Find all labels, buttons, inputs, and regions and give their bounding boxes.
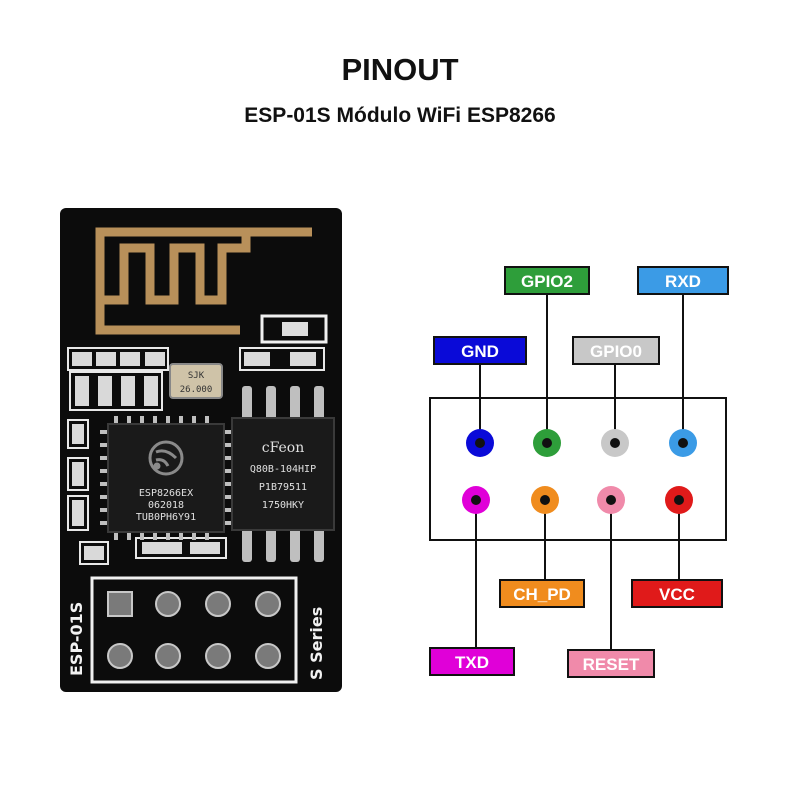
smd-components xyxy=(72,352,316,560)
pin-reset: RESET xyxy=(567,486,655,678)
antenna-trace xyxy=(95,227,312,305)
mcu-text-1: ESP8266EX xyxy=(139,488,193,499)
flash-text-2: Q80B-104HIP xyxy=(250,464,316,475)
pin-label-vcc: VCC xyxy=(659,585,695,604)
pin-txd: TXD xyxy=(429,486,515,676)
mcu-text-3: TUB0PH6Y91 xyxy=(136,512,196,523)
pin-label-gnd: GND xyxy=(461,342,499,361)
pin-header-box xyxy=(429,397,727,541)
silk-label-left: ESP-01S xyxy=(67,602,86,676)
flash-text-3: P1B79511 xyxy=(259,482,307,493)
pin-label-vcc-box xyxy=(631,579,723,608)
header-outline xyxy=(90,576,298,684)
pin-label-gpio0: GPIO0 xyxy=(590,342,642,361)
pin-gpio2: GPIO2 xyxy=(504,266,590,457)
pin-label-gpio2-box xyxy=(504,266,590,295)
led-outline xyxy=(260,314,328,344)
led xyxy=(282,322,308,336)
pin-label-txd-box xyxy=(429,647,515,676)
pin-label-ch-pd: CH_PD xyxy=(513,585,571,604)
flash-text-1: cFeon xyxy=(262,440,305,456)
page-title: PINOUT xyxy=(341,52,459,87)
pin-label-ch-pd-box xyxy=(499,579,585,608)
crystal-text-2: 26.000 xyxy=(180,385,213,395)
pin-label-reset: RESET xyxy=(583,655,640,674)
header-pins xyxy=(107,591,281,669)
pin-gnd: GND xyxy=(433,336,527,457)
pin-label-txd: TXD xyxy=(455,653,489,672)
pin-rxd: RXD xyxy=(637,266,729,457)
pin-label-gnd-box xyxy=(433,336,527,365)
page-subtitle: ESP-01S Módulo WiFi ESP8266 xyxy=(244,104,556,127)
pin-label-rxd: RXD xyxy=(665,272,701,291)
pin-label-gpio0-box xyxy=(572,336,660,365)
pin-vcc: VCC xyxy=(631,486,723,608)
pin-label-rxd-box xyxy=(637,266,729,295)
mcu-pins xyxy=(100,416,232,540)
pin-label-gpio2: GPIO2 xyxy=(521,272,573,291)
esp01s-board: SJK 26.000 ESP8266EX 062018 TUB0PH6Y91 c… xyxy=(60,208,342,692)
silk-label-right: S Series xyxy=(307,607,326,680)
antenna-feed xyxy=(95,300,240,335)
mcu-text-2: 062018 xyxy=(148,500,184,511)
espressif-logo-icon xyxy=(148,440,184,476)
pin-ch-pd: CH_PD xyxy=(499,486,585,608)
crystal xyxy=(169,363,223,399)
crystal-text-1: SJK xyxy=(188,371,205,381)
pin-gpio0: GPIO0 xyxy=(572,336,660,457)
pin-label-reset-box xyxy=(567,649,655,678)
flash-pins xyxy=(242,386,324,562)
flash-text-4: 1750HKY xyxy=(262,500,304,511)
flash-chip xyxy=(231,417,335,531)
